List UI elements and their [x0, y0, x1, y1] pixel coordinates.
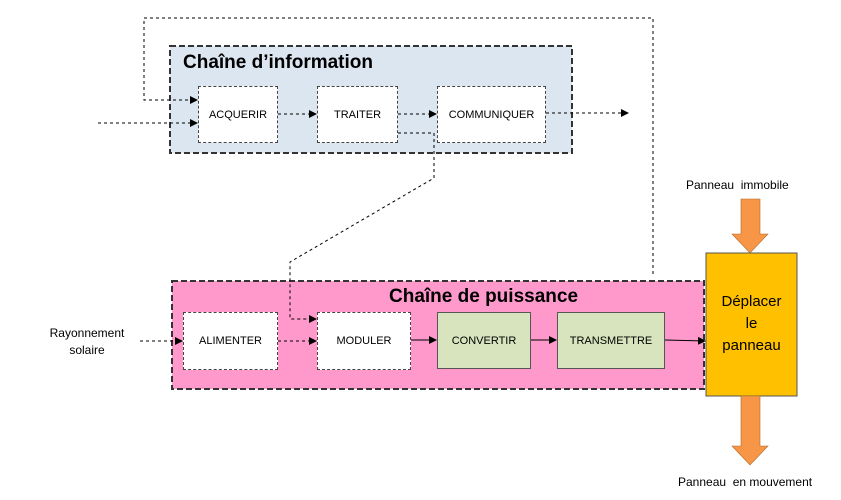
matter-output-arrow [731, 395, 769, 466]
block-acquerir: ACQUERIR [198, 86, 278, 143]
order-link-line [289, 132, 435, 323]
energy-input-line2: solaire [69, 343, 105, 357]
block-communiquer: COMMUNIQUER [437, 86, 546, 143]
block-transmettre: TRANSMETTRE [557, 312, 665, 369]
energy-input-line1: Rayonnement [49, 326, 125, 340]
block-convertir: CONVERTIR [437, 312, 531, 369]
matter-input-arrow [731, 198, 769, 254]
action-line3: panneau [722, 337, 781, 354]
feedback-loop-line [143, 17, 654, 274]
action-line1: Déplacer [721, 293, 782, 310]
matter-output-label: Panneau en mouvement [678, 475, 813, 489]
action-line2: le [745, 315, 758, 332]
power-chain-title: Chaîne de puissance [389, 286, 579, 307]
matter-input-label: Panneau immobile [686, 178, 789, 192]
arrow-transmettre-action [664, 336, 706, 345]
block-traiter: TRAITER [317, 86, 398, 143]
info-chain-title: Chaîne d’information [183, 52, 373, 73]
block-moduler: MODULER [317, 312, 411, 370]
action-label: Déplacer le panneau [706, 291, 797, 357]
block-alimenter: ALIMENTER [183, 312, 278, 370]
energy-input-label: Rayonnement solaire [32, 326, 142, 357]
